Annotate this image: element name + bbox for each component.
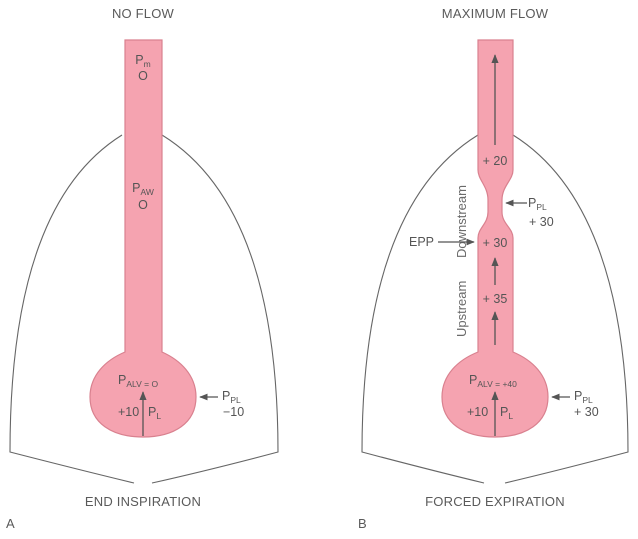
panel-a-paw-value: O <box>138 198 148 212</box>
panel-a-title: NO FLOW <box>112 6 175 21</box>
panel-a: NO FLOW Pm O PAW O PALV = O +10 PL PPL −… <box>6 6 279 531</box>
panel-b-value-20: + 20 <box>483 154 508 168</box>
panel-a-paw-label: PAW <box>132 181 154 197</box>
panel-b-letter: B <box>358 516 367 531</box>
panel-b-value-30: + 30 <box>483 236 508 250</box>
panel-a-alv-pressure: +10 <box>118 405 139 419</box>
panel-a-pm-value: O <box>138 69 148 83</box>
panel-a-pl-label: PL <box>148 405 161 421</box>
panel-a-pm-label: Pm <box>135 53 150 69</box>
panel-b-ppl-mid-value: + 30 <box>529 215 554 229</box>
panel-a-palv-label: PALV = O <box>118 373 158 389</box>
panel-b-ppl-mid-label: PPL <box>528 196 547 212</box>
panel-a-ppl-label: PPL <box>222 389 241 405</box>
panel-b-downstream-label: Downstream <box>454 185 469 258</box>
panel-b-ppl-label: PPL <box>574 389 593 405</box>
panel-b-alv-pressure: +10 <box>467 405 488 419</box>
panel-b: MAXIMUM FLOW + 20 Downstream PPL + 30 + … <box>358 6 629 531</box>
panel-b-pl-label: PL <box>500 405 513 421</box>
panel-a-ppl-value: −10 <box>223 405 244 419</box>
panel-a-letter: A <box>6 516 15 531</box>
panel-b-palv-label: PALV = +40 <box>469 373 517 389</box>
panel-b-epp-label: EPP <box>409 235 434 249</box>
panel-a-lung-outline <box>9 134 279 484</box>
panel-b-airway <box>441 39 549 438</box>
panel-b-lung-outline <box>361 134 629 484</box>
panel-b-ppl-value: + 30 <box>574 405 599 419</box>
panel-b-upstream-label: Upstream <box>454 281 469 337</box>
panel-a-caption: END INSPIRATION <box>85 494 201 509</box>
panel-b-caption: FORCED EXPIRATION <box>425 494 565 509</box>
panel-b-value-35: + 35 <box>483 292 508 306</box>
panel-a-airway <box>89 39 197 438</box>
panel-b-title: MAXIMUM FLOW <box>442 6 549 21</box>
